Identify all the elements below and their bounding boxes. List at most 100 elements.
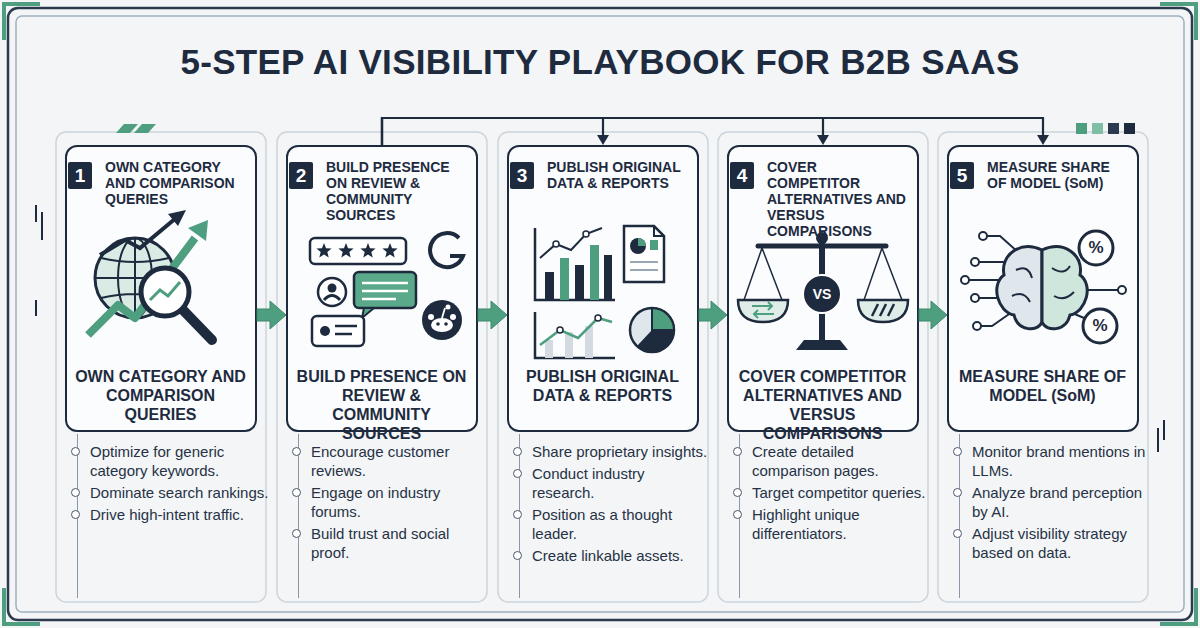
- connector-line: [382, 118, 823, 145]
- diagram-title: 5-STEP AI VISIBILITY PLAYBOOK FOR B2B SA…: [0, 42, 1200, 82]
- chart-line: [540, 228, 602, 258]
- chart-dot: [557, 327, 563, 333]
- step-number-text: 1: [75, 166, 86, 186]
- bullet-item: Create detailed comparison pages.: [740, 442, 931, 480]
- circuit-node: [1118, 286, 1126, 294]
- arrow-head: [817, 135, 829, 145]
- speech-bubble: [354, 272, 416, 308]
- deco-bar: [116, 124, 138, 133]
- forum-logo: [422, 300, 462, 340]
- forum-ear: [450, 314, 456, 320]
- deco-square: [1092, 123, 1103, 134]
- bullet-item: Encourage customer reviews.: [299, 442, 490, 480]
- deco-tick: [1158, 420, 1164, 452]
- bullet-column: Monitor brand mentions in LLMs.Analyze b…: [959, 434, 1151, 598]
- rating-box: [310, 238, 406, 264]
- forum-eye: [436, 322, 440, 326]
- step-heading: OWN CATEGORY AND COMPARISON QUERIES: [105, 159, 247, 207]
- bullet-item: Conduct industry research.: [520, 464, 711, 502]
- chart-axes: [535, 312, 615, 358]
- corner-accent: [1160, 588, 1196, 624]
- globe: [95, 238, 175, 318]
- magnifier-handle: [183, 310, 212, 340]
- step-number-text: 2: [296, 166, 307, 186]
- bubble-lines: [362, 283, 408, 299]
- icon-label: %: [1086, 313, 1114, 339]
- comment-box: [312, 316, 364, 346]
- rating-star: [382, 243, 397, 258]
- document-pie-slice: [638, 238, 646, 246]
- bullet-item: Drive high-intent traffic.: [78, 505, 269, 524]
- connector: [699, 301, 727, 329]
- deco-square: [1076, 123, 1087, 134]
- column-panel: [56, 132, 266, 602]
- bullet-item: Position as a thought leader.: [520, 505, 711, 543]
- column-panel: [498, 132, 708, 602]
- pie-slice: [652, 308, 674, 330]
- chart-axes: [535, 228, 615, 300]
- brain-left: [997, 247, 1042, 329]
- chart-bar: [590, 245, 599, 300]
- scale-pan: [738, 300, 788, 322]
- document-pie: [630, 238, 646, 254]
- chart-dot: [595, 315, 601, 321]
- trend-head: [168, 210, 186, 226]
- forum-face: [431, 318, 453, 332]
- step-heading: MEASURE SHARE OF MODEL (SoM): [987, 159, 1129, 191]
- bullet-item: Share proprietary insights.: [520, 442, 711, 461]
- bullet-item: Engage on industry forums.: [299, 483, 490, 521]
- magnifier: [141, 268, 189, 316]
- flow-arrow: [919, 301, 947, 329]
- step-number: 2: [289, 162, 313, 189]
- person-head: [328, 284, 337, 293]
- circuit-node: [971, 258, 979, 266]
- bullet-column: Optimize for generic category keywords.D…: [77, 434, 269, 598]
- bullet-item: Analyze brand perception by AI.: [960, 483, 1151, 521]
- percent-badge: [1083, 309, 1117, 343]
- rating-star: [338, 243, 353, 258]
- step-number-text: 3: [517, 166, 528, 186]
- bullet-column: Encourage customer reviews.Engage on ind…: [298, 434, 490, 598]
- step-caption: OWN CATEGORY AND COMPARISON QUERIES: [75, 367, 246, 424]
- bullet-column: Create detailed comparison pages.Target …: [739, 434, 931, 598]
- deco-square: [1108, 123, 1119, 134]
- chart-bar: [575, 265, 584, 300]
- trend-line: [100, 218, 176, 255]
- chart-bar: [565, 332, 573, 358]
- forum-eye: [444, 322, 448, 326]
- circuit-node: [961, 276, 969, 284]
- chart-line: [540, 318, 612, 345]
- person-shoulders: [324, 296, 340, 301]
- arrow-head: [1037, 135, 1049, 145]
- arrow-head: [597, 135, 609, 145]
- circuit-node: [973, 322, 981, 330]
- brain-folds: [1012, 250, 1074, 322]
- growth-arrow: [88, 238, 195, 335]
- percent-badge: [1079, 231, 1113, 265]
- growth-head: [188, 220, 208, 241]
- scale-beam: [758, 244, 886, 249]
- chart-bar: [585, 326, 593, 358]
- inner-frame: [16, 16, 1184, 612]
- forum-antenna-tip: [446, 305, 451, 310]
- step-card: PUBLISH ORIGINAL DATA & REPORTSPUBLISH O…: [507, 145, 699, 432]
- outer-frame: [8, 8, 1192, 620]
- circuit-node: [971, 294, 979, 302]
- deco-square: [1124, 123, 1135, 134]
- rating-star: [316, 243, 331, 258]
- connector: [919, 301, 947, 329]
- step-number-text: 4: [737, 166, 748, 186]
- icon-label: %: [1082, 235, 1110, 261]
- pie-chart: [630, 308, 674, 352]
- corner-accent: [4, 588, 40, 624]
- comment-lines: [335, 326, 357, 334]
- pie-slice: [637, 330, 674, 352]
- step-heading: BUILD PRESENCE ON REVIEW & COMMUNITY SOU…: [326, 159, 468, 223]
- connector: [382, 118, 1049, 145]
- step-number: 5: [950, 162, 974, 189]
- magnifier-trend: [150, 282, 180, 300]
- brain-right: [1042, 247, 1087, 329]
- flow-arrow: [478, 301, 507, 329]
- circuit-lines: [1070, 260, 1118, 318]
- step-card: MEASURE SHARE OF MODEL (SoM)MEASURE SHAR…: [947, 145, 1139, 432]
